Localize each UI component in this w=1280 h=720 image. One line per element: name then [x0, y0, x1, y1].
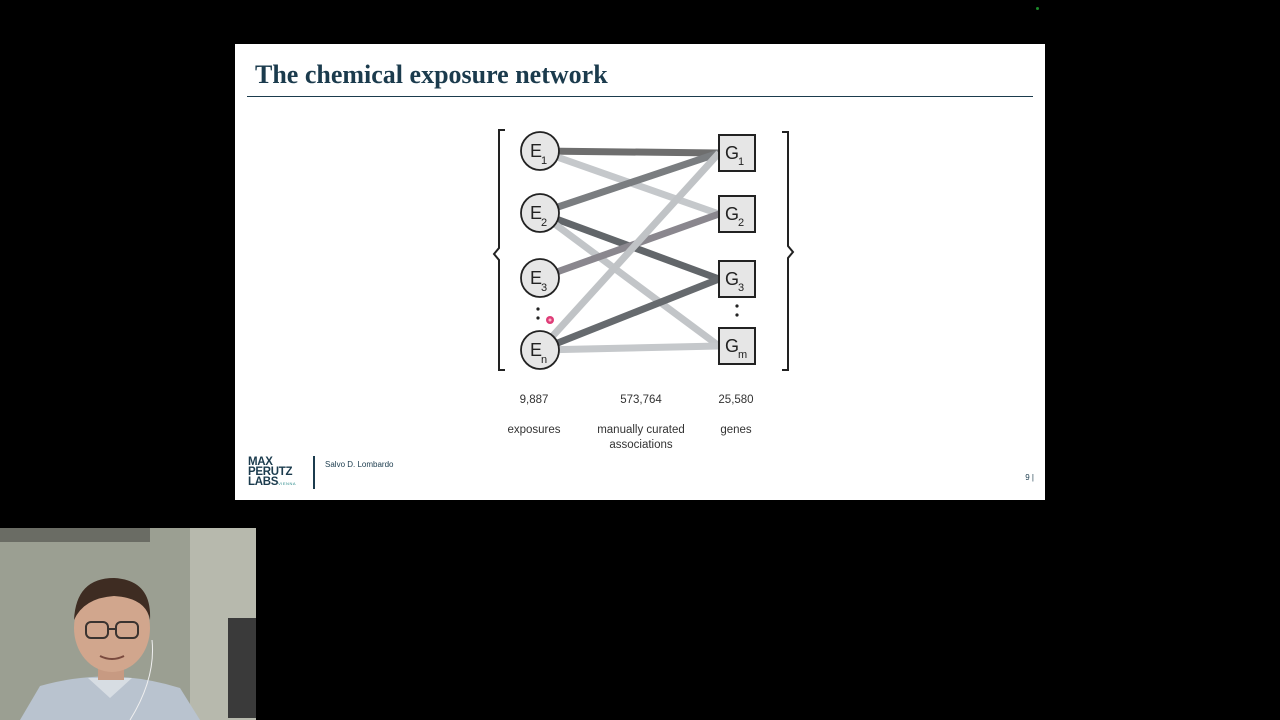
edge-e3-g2	[538, 210, 721, 282]
edge-en-g3	[538, 275, 721, 354]
svg-text:3: 3	[541, 282, 547, 294]
svg-text:G: G	[725, 143, 739, 163]
page-number: 9 |	[1025, 473, 1034, 482]
svg-text:E: E	[530, 203, 542, 223]
genes-caption: 25,580 genes	[707, 378, 765, 438]
exposures-caption: 9,887 exposures	[505, 378, 563, 438]
edge-e2-g1	[538, 149, 721, 217]
genes-label: genes	[720, 424, 752, 436]
svg-text:n: n	[541, 354, 547, 366]
associations-label: manually curated associations	[597, 424, 685, 451]
svg-text:m: m	[738, 349, 747, 361]
max-perutz-labs-logo: MAX PERUTZ LABSVIENNA	[248, 456, 297, 488]
svg-text:G: G	[725, 204, 739, 224]
status-indicator-dot	[1036, 7, 1039, 10]
slide-title: The chemical exposure network	[255, 60, 608, 89]
edge-e1-g1	[539, 147, 720, 157]
footer-divider	[313, 456, 315, 489]
svg-text:3: 3	[738, 282, 744, 294]
edge-en-gm	[539, 342, 720, 354]
exposure-node-2: E2	[520, 193, 560, 233]
exposures-label: exposures	[507, 424, 561, 436]
associations-caption: 573,764 manually curated associations	[586, 378, 696, 453]
title-divider	[247, 96, 1033, 97]
svg-text:E: E	[530, 268, 542, 288]
exposure-node-3: E3	[520, 258, 560, 298]
edge-e2-gm	[537, 210, 722, 349]
gene-node-1: G1	[718, 134, 756, 172]
exposures-count: 9,887	[519, 394, 549, 406]
gene-node-3: G3	[718, 260, 756, 298]
svg-text:E: E	[530, 340, 542, 360]
genes-count: 25,580	[718, 394, 754, 406]
edge-group	[537, 147, 722, 354]
svg-text:2: 2	[541, 217, 547, 229]
right-bracket	[782, 131, 795, 371]
gene-node-2: G2	[718, 195, 756, 233]
associations-count: 573,764	[620, 394, 662, 406]
gene-ellipsis	[735, 304, 739, 317]
svg-text:2: 2	[738, 217, 744, 229]
svg-text:G: G	[725, 269, 739, 289]
presenter-video-icon	[0, 528, 256, 720]
svg-text:1: 1	[738, 156, 744, 168]
exposure-ellipsis	[536, 307, 540, 320]
svg-text:G: G	[725, 336, 739, 356]
edge-en-g1	[537, 150, 722, 353]
svg-text:1: 1	[541, 155, 547, 167]
left-bracket	[492, 129, 505, 371]
presenter-name: Salvo D. Lombardo	[325, 460, 394, 469]
gene-node-m: Gm	[718, 327, 756, 365]
webcam-feed	[0, 528, 256, 720]
svg-text:E: E	[530, 141, 542, 161]
exposure-node-n: En	[520, 330, 560, 370]
exposure-node-1: E1	[520, 131, 560, 171]
